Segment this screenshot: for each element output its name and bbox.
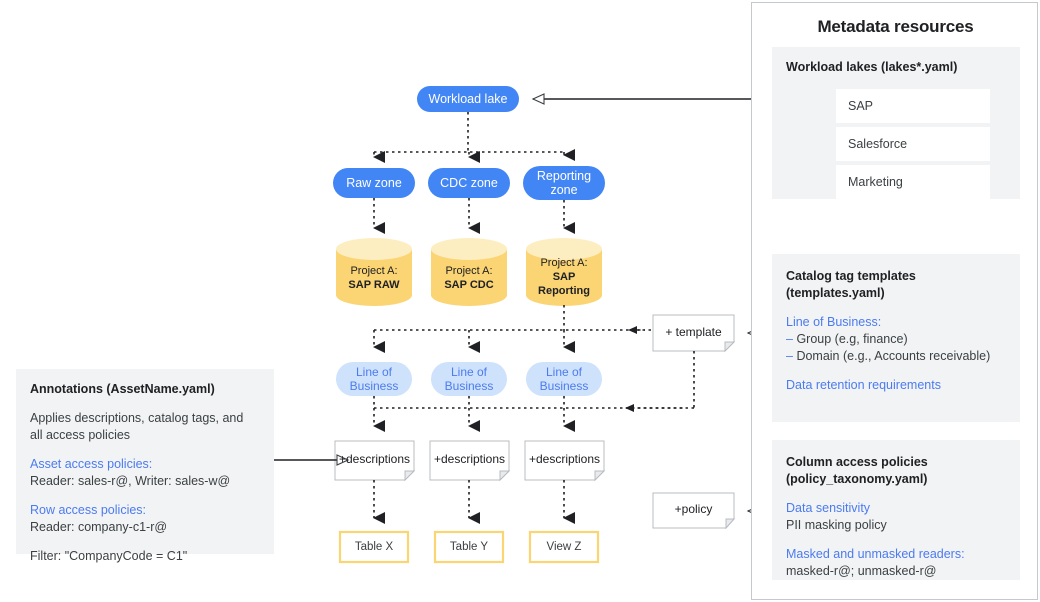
catalog-tag-templates-card: Catalog tag templates (templates.yaml) L… bbox=[772, 254, 1020, 422]
node-raw-zone-label: Raw zone bbox=[346, 176, 402, 190]
node-descriptions-1 bbox=[334, 440, 415, 481]
line-of-business-bullet-group: – Group (e.g, finance) bbox=[786, 331, 1010, 348]
node-project-sap-cdc bbox=[431, 238, 507, 306]
lake-item-label: Marketing bbox=[848, 175, 903, 189]
node-table-y bbox=[433, 530, 505, 564]
data-sensitivity-value: PII masking policy bbox=[786, 518, 887, 532]
node-workload-lake bbox=[417, 86, 519, 112]
node-cdc-zone bbox=[428, 168, 510, 198]
bullet-dash-icon: – bbox=[786, 349, 793, 363]
node-reporting-zone bbox=[523, 166, 605, 200]
workload-lakes-card: Workload lakes (lakes*.yaml) SAP Salesfo… bbox=[772, 47, 1020, 199]
policies-heading-line1: Column access policies bbox=[786, 455, 928, 469]
node-descriptions-2 bbox=[429, 440, 510, 481]
workload-lakes-heading: Workload lakes (lakes*.yaml) bbox=[786, 60, 958, 74]
node-lob-3 bbox=[526, 362, 602, 396]
node-workload-lake-label: Workload lake bbox=[428, 92, 508, 106]
node-table-x-label: Table X bbox=[354, 541, 394, 553]
lake-item-salesforce[interactable]: Salesforce bbox=[836, 127, 990, 161]
node-view-z bbox=[528, 530, 600, 564]
annotations-desc-line2: all access policies bbox=[30, 428, 131, 442]
annotations-heading: Annotations (AssetName.yaml) bbox=[30, 382, 215, 396]
node-cdc-zone-label: CDC zone bbox=[440, 176, 498, 190]
node-reporting-zone-label: Reporting zone bbox=[536, 169, 592, 197]
masked-readers-value: masked-r@; unmasked-r@ bbox=[786, 564, 937, 578]
metadata-resources-panel: Metadata resources Workload lakes (lakes… bbox=[751, 2, 1038, 600]
bullet-label: Group (e.g, finance) bbox=[796, 332, 908, 346]
node-lob-1-label: Line of Business bbox=[349, 365, 399, 393]
annotations-desc-line1: Applies descriptions, catalog tags, and bbox=[30, 411, 244, 425]
data-retention-requirements-heading: Data retention requirements bbox=[786, 378, 941, 392]
metadata-panel-title: Metadata resources bbox=[817, 17, 974, 36]
line-of-business-bullet-domain: – Domain (e.g., Accounts receivable) bbox=[786, 348, 1010, 365]
row-access-policies-value: Reader: company-c1-r@ bbox=[30, 520, 168, 534]
node-table-y-label: Table Y bbox=[449, 541, 489, 553]
node-policy-note-label: +policy bbox=[674, 502, 713, 516]
node-descriptions-3 bbox=[524, 440, 605, 481]
node-project-sap-cdc-label: Project A: SAP CDC bbox=[444, 265, 494, 291]
asset-access-policies-heading: Asset access policies: bbox=[30, 457, 153, 471]
bullet-dash-icon: – bbox=[786, 332, 793, 346]
lake-item-label: Salesforce bbox=[848, 137, 908, 151]
policies-heading-line2: (policy_taxonomy.yaml) bbox=[786, 472, 928, 486]
lake-item-label: SAP bbox=[848, 99, 874, 113]
masked-readers-heading: Masked and unmasked readers: bbox=[786, 547, 965, 561]
node-project-sap-raw bbox=[336, 238, 412, 306]
node-lob-2-label: Line of Business bbox=[444, 365, 494, 393]
node-policy-note bbox=[652, 492, 735, 529]
node-table-x bbox=[338, 530, 410, 564]
row-access-policies-heading: Row access policies: bbox=[30, 503, 147, 517]
lake-item-marketing[interactable]: Marketing bbox=[836, 165, 990, 199]
templates-heading-line2: (templates.yaml) bbox=[786, 286, 885, 300]
node-descriptions-3-label: +descriptions bbox=[528, 452, 601, 466]
node-lob-3-label: Line of Business bbox=[539, 365, 589, 393]
node-project-sap-reporting-label: Project A: SAP Reporting bbox=[538, 257, 590, 297]
row-filter-value: Filter: "CompanyCode = C1" bbox=[30, 549, 188, 563]
asset-access-policies-value: Reader: sales-r@, Writer: sales-w@ bbox=[30, 474, 231, 488]
node-descriptions-2-label: +descriptions bbox=[433, 452, 506, 466]
node-template-note-label: + template bbox=[665, 324, 722, 339]
lake-item-sap[interactable]: SAP bbox=[836, 89, 990, 123]
column-access-policies-card: Column access policies (policy_taxonomy.… bbox=[772, 440, 1020, 580]
templates-heading-line1: Catalog tag templates bbox=[786, 269, 916, 283]
line-of-business-heading: Line of Business: bbox=[786, 315, 882, 329]
node-raw-zone bbox=[333, 168, 415, 198]
node-lob-1 bbox=[336, 362, 412, 396]
data-sensitivity-heading: Data sensitivity bbox=[786, 501, 871, 515]
annotations-panel: Annotations (AssetName.yaml) Applies des… bbox=[16, 369, 274, 563]
node-project-sap-reporting bbox=[526, 238, 602, 306]
node-lob-2 bbox=[431, 362, 507, 396]
node-descriptions-1-label: +descriptions bbox=[338, 452, 411, 466]
node-template-note bbox=[652, 314, 735, 352]
node-view-z-label: View Z bbox=[546, 541, 582, 553]
node-project-sap-raw-label: Project A: SAP RAW bbox=[348, 265, 400, 291]
bullet-label: Domain (e.g., Accounts receivable) bbox=[796, 349, 991, 363]
